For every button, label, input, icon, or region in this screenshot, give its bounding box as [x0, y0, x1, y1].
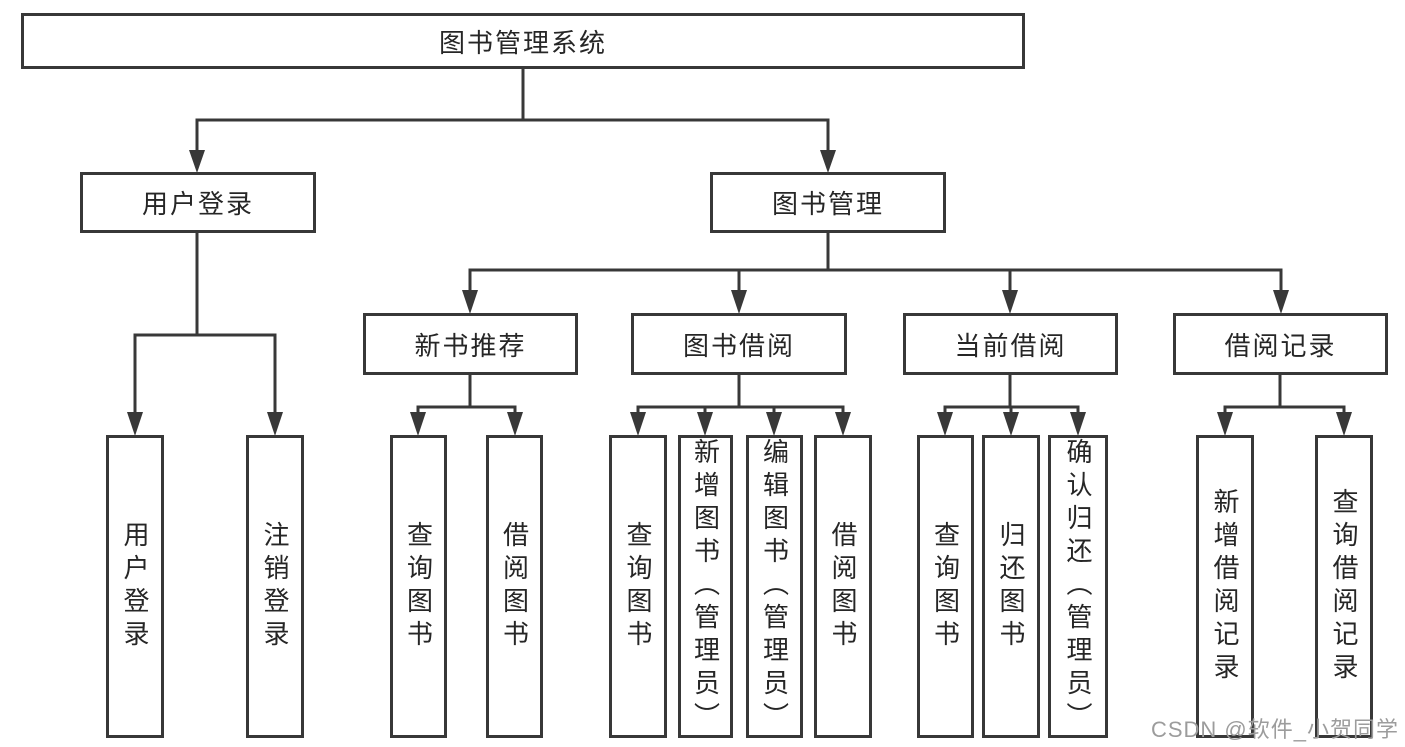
node-label: 新增图书（管理员）	[690, 438, 721, 735]
csdn-watermark: CSDN @软件_小贺同学	[1150, 717, 1399, 742]
node-label: 查询图书	[930, 520, 961, 653]
leaf-logout: 注销登录	[246, 435, 304, 738]
node-label: 新增借阅记录	[1210, 487, 1240, 686]
node-label: 图书管理	[771, 189, 884, 219]
node-label: 确认归还（管理员）	[1063, 438, 1093, 735]
node-label: 借阅图书	[828, 520, 858, 653]
node-label: 借阅图书	[499, 520, 530, 653]
node-label: 归还图书	[996, 520, 1026, 653]
node-label: 用户登录	[141, 189, 254, 219]
node-label: 查询图书	[403, 520, 434, 653]
leaf-edit-books-admin: 编辑图书（管理员）	[746, 435, 803, 738]
leaf-query-books-borrow: 查询图书	[609, 435, 667, 738]
leaf-borrow-books-recommend: 借阅图书	[486, 435, 543, 738]
node-book-borrow: 图书借阅	[631, 313, 847, 375]
node-borrow-records: 借阅记录	[1173, 313, 1388, 375]
node-label: 图书管理系统	[438, 27, 607, 58]
leaf-add-books-admin: 新增图书（管理员）	[678, 435, 733, 738]
leaf-user-login: 用户登录	[106, 435, 164, 738]
leaf-borrow-books: 借阅图书	[814, 435, 872, 738]
leaf-query-borrow-record: 查询借阅记录	[1315, 435, 1373, 738]
node-new-book-recommend: 新书推荐	[363, 313, 578, 375]
node-label: 编辑图书（管理员）	[759, 438, 790, 735]
node-label: 查询借阅记录	[1329, 487, 1359, 686]
node-label: 用户登录	[120, 520, 150, 653]
leaf-add-borrow-record: 新增借阅记录	[1196, 435, 1254, 738]
node-library-management-system: 图书管理系统	[21, 13, 1025, 69]
node-current-borrow: 当前借阅	[903, 313, 1118, 375]
node-label: 注销登录	[260, 520, 290, 653]
node-label: 新书推荐	[414, 330, 527, 361]
leaf-query-books-recommend: 查询图书	[390, 435, 447, 738]
node-label: 借阅记录	[1224, 330, 1337, 361]
node-user-login: 用户登录	[80, 172, 316, 233]
node-book-management: 图书管理	[710, 172, 946, 233]
leaf-query-books-current: 查询图书	[917, 435, 974, 738]
node-label: 图书借阅	[682, 330, 795, 361]
node-label: 当前借阅	[954, 330, 1067, 361]
leaf-confirm-return-admin: 确认归还（管理员）	[1048, 435, 1108, 738]
leaf-return-books: 归还图书	[982, 435, 1040, 738]
node-label: 查询图书	[623, 520, 653, 653]
